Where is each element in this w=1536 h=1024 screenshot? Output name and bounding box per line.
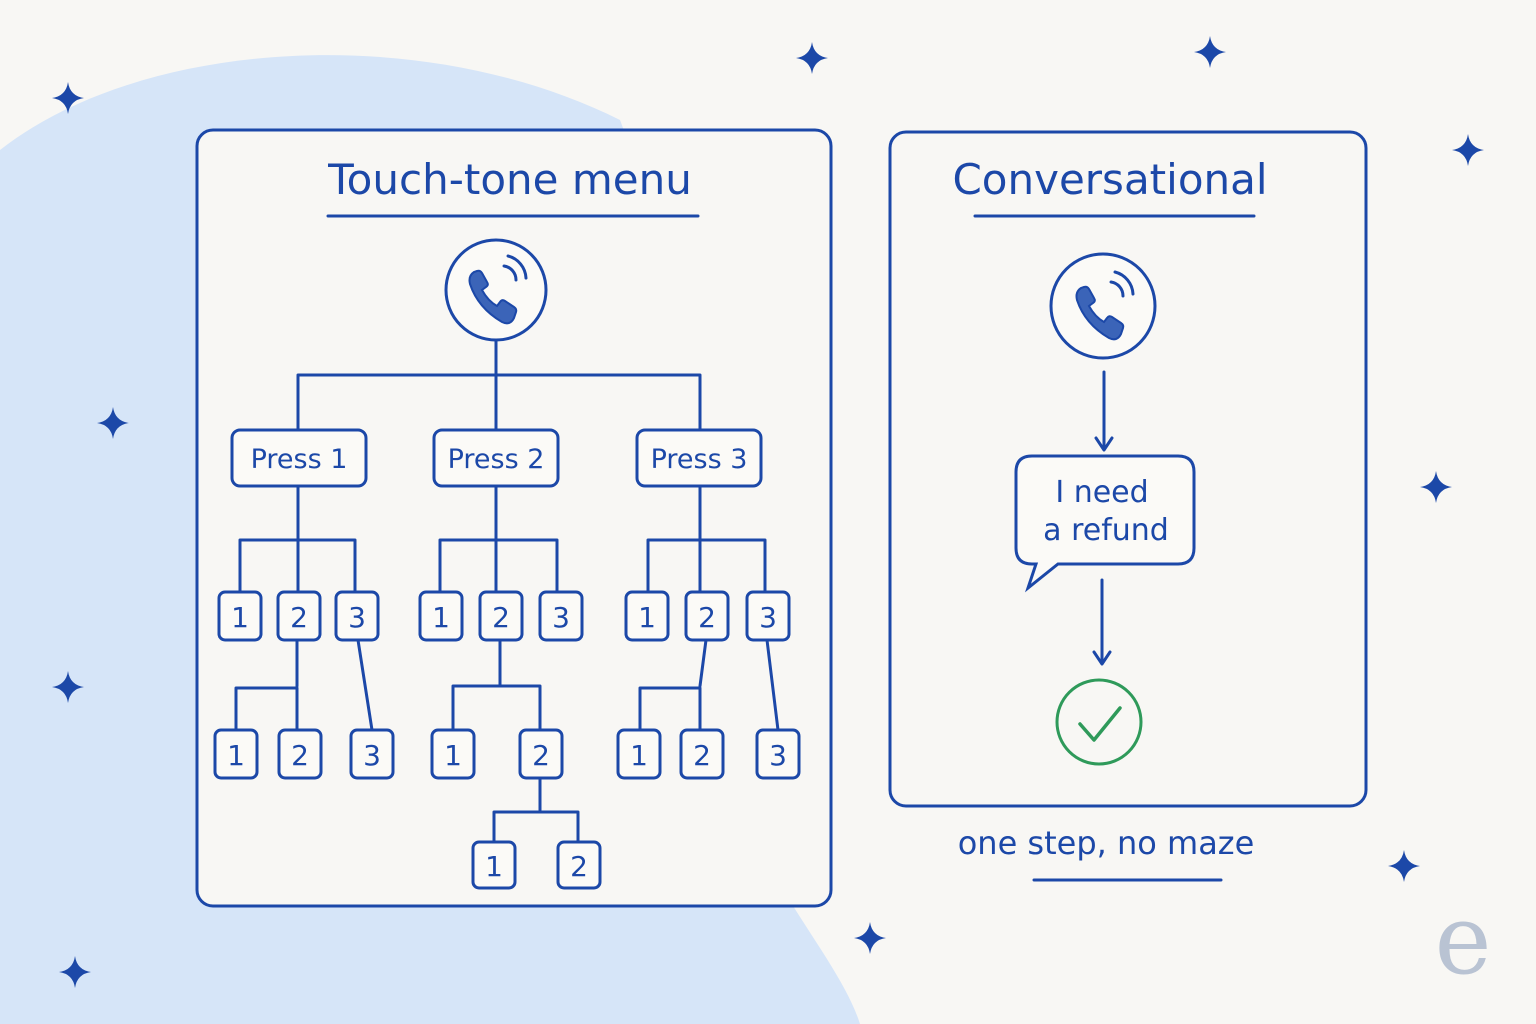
sparkle-icon: [854, 922, 886, 954]
touch-tone-panel: Touch-tone menu: [195, 128, 833, 908]
sparkle-icon: [1420, 471, 1452, 503]
key-box: 2: [679, 728, 725, 780]
conversational-panel: Conversational I need a refund: [888, 130, 1368, 808]
sparkle-icon: [1194, 36, 1226, 68]
key-box: 1: [616, 728, 662, 780]
svg-text:3: 3: [363, 739, 381, 772]
conversational-title: Conversational: [952, 155, 1267, 204]
svg-text:2: 2: [290, 601, 308, 634]
sparkle-icon: [796, 42, 828, 74]
key-box: 1: [430, 728, 476, 780]
svg-text:1: 1: [444, 739, 462, 772]
sparkles: [52, 36, 1484, 988]
svg-text:1: 1: [638, 601, 656, 634]
arrow-down-icon: [1092, 578, 1112, 666]
key-box: 2: [556, 840, 602, 890]
phone-icon: [444, 238, 548, 342]
key-box: 2: [478, 590, 524, 642]
touch-tone-frame: [195, 128, 833, 908]
phone-icon: [1049, 252, 1157, 360]
svg-text:2: 2: [532, 739, 550, 772]
sparkle-icon: [97, 407, 129, 439]
sparkle-icon: [59, 956, 91, 988]
svg-text:3: 3: [348, 601, 366, 634]
svg-text:3: 3: [552, 601, 570, 634]
svg-text:2: 2: [693, 739, 711, 772]
svg-text:2: 2: [570, 850, 588, 883]
svg-text:Press 2: Press 2: [448, 444, 545, 475]
key-box: 1: [624, 590, 670, 642]
speech-bubble: I need a refund: [1014, 454, 1196, 593]
svg-text:2: 2: [492, 601, 510, 634]
key-box: 1: [471, 840, 517, 890]
svg-text:2: 2: [698, 601, 716, 634]
key-box: 2: [684, 590, 730, 642]
key-box: 3: [334, 590, 380, 642]
key-box: 1: [418, 590, 464, 642]
key-box: 3: [755, 728, 801, 780]
watermark-logo: e: [1434, 884, 1492, 996]
key-box: 1: [213, 728, 259, 780]
sparkle-icon: [52, 671, 84, 703]
svg-text:a refund: a refund: [1043, 513, 1169, 548]
touch-tone-title: Touch-tone menu: [327, 155, 692, 204]
sparkle-icon: [52, 82, 84, 114]
svg-text:3: 3: [759, 601, 777, 634]
svg-text:1: 1: [630, 739, 648, 772]
key-box: 3: [349, 728, 395, 780]
svg-text:Press 3: Press 3: [651, 444, 748, 475]
press-option-3: Press 3: [635, 428, 763, 488]
svg-text:1: 1: [485, 850, 503, 883]
press-option-1: Press 1: [230, 428, 368, 488]
svg-text:1: 1: [231, 601, 249, 634]
sparkle-icon: [1388, 850, 1420, 882]
svg-text:1: 1: [432, 601, 450, 634]
key-box: 2: [277, 728, 323, 780]
menu-tree-connectors: [234, 338, 780, 844]
svg-text:1: 1: [227, 739, 245, 772]
sparkle-icon: [1452, 134, 1484, 166]
key-box: 1: [217, 590, 263, 642]
key-box: 2: [276, 590, 322, 642]
check-icon: [1055, 678, 1143, 766]
svg-text:I need: I need: [1055, 475, 1148, 510]
press-option-2: Press 2: [432, 428, 560, 488]
svg-text:Press 1: Press 1: [251, 444, 348, 475]
caption: one step, no maze: [958, 824, 1255, 862]
key-box: 3: [538, 590, 584, 642]
key-box: 3: [745, 590, 791, 642]
key-box: 2: [518, 728, 564, 780]
arrow-down-icon: [1094, 370, 1114, 452]
svg-text:2: 2: [291, 739, 309, 772]
svg-text:3: 3: [769, 739, 787, 772]
